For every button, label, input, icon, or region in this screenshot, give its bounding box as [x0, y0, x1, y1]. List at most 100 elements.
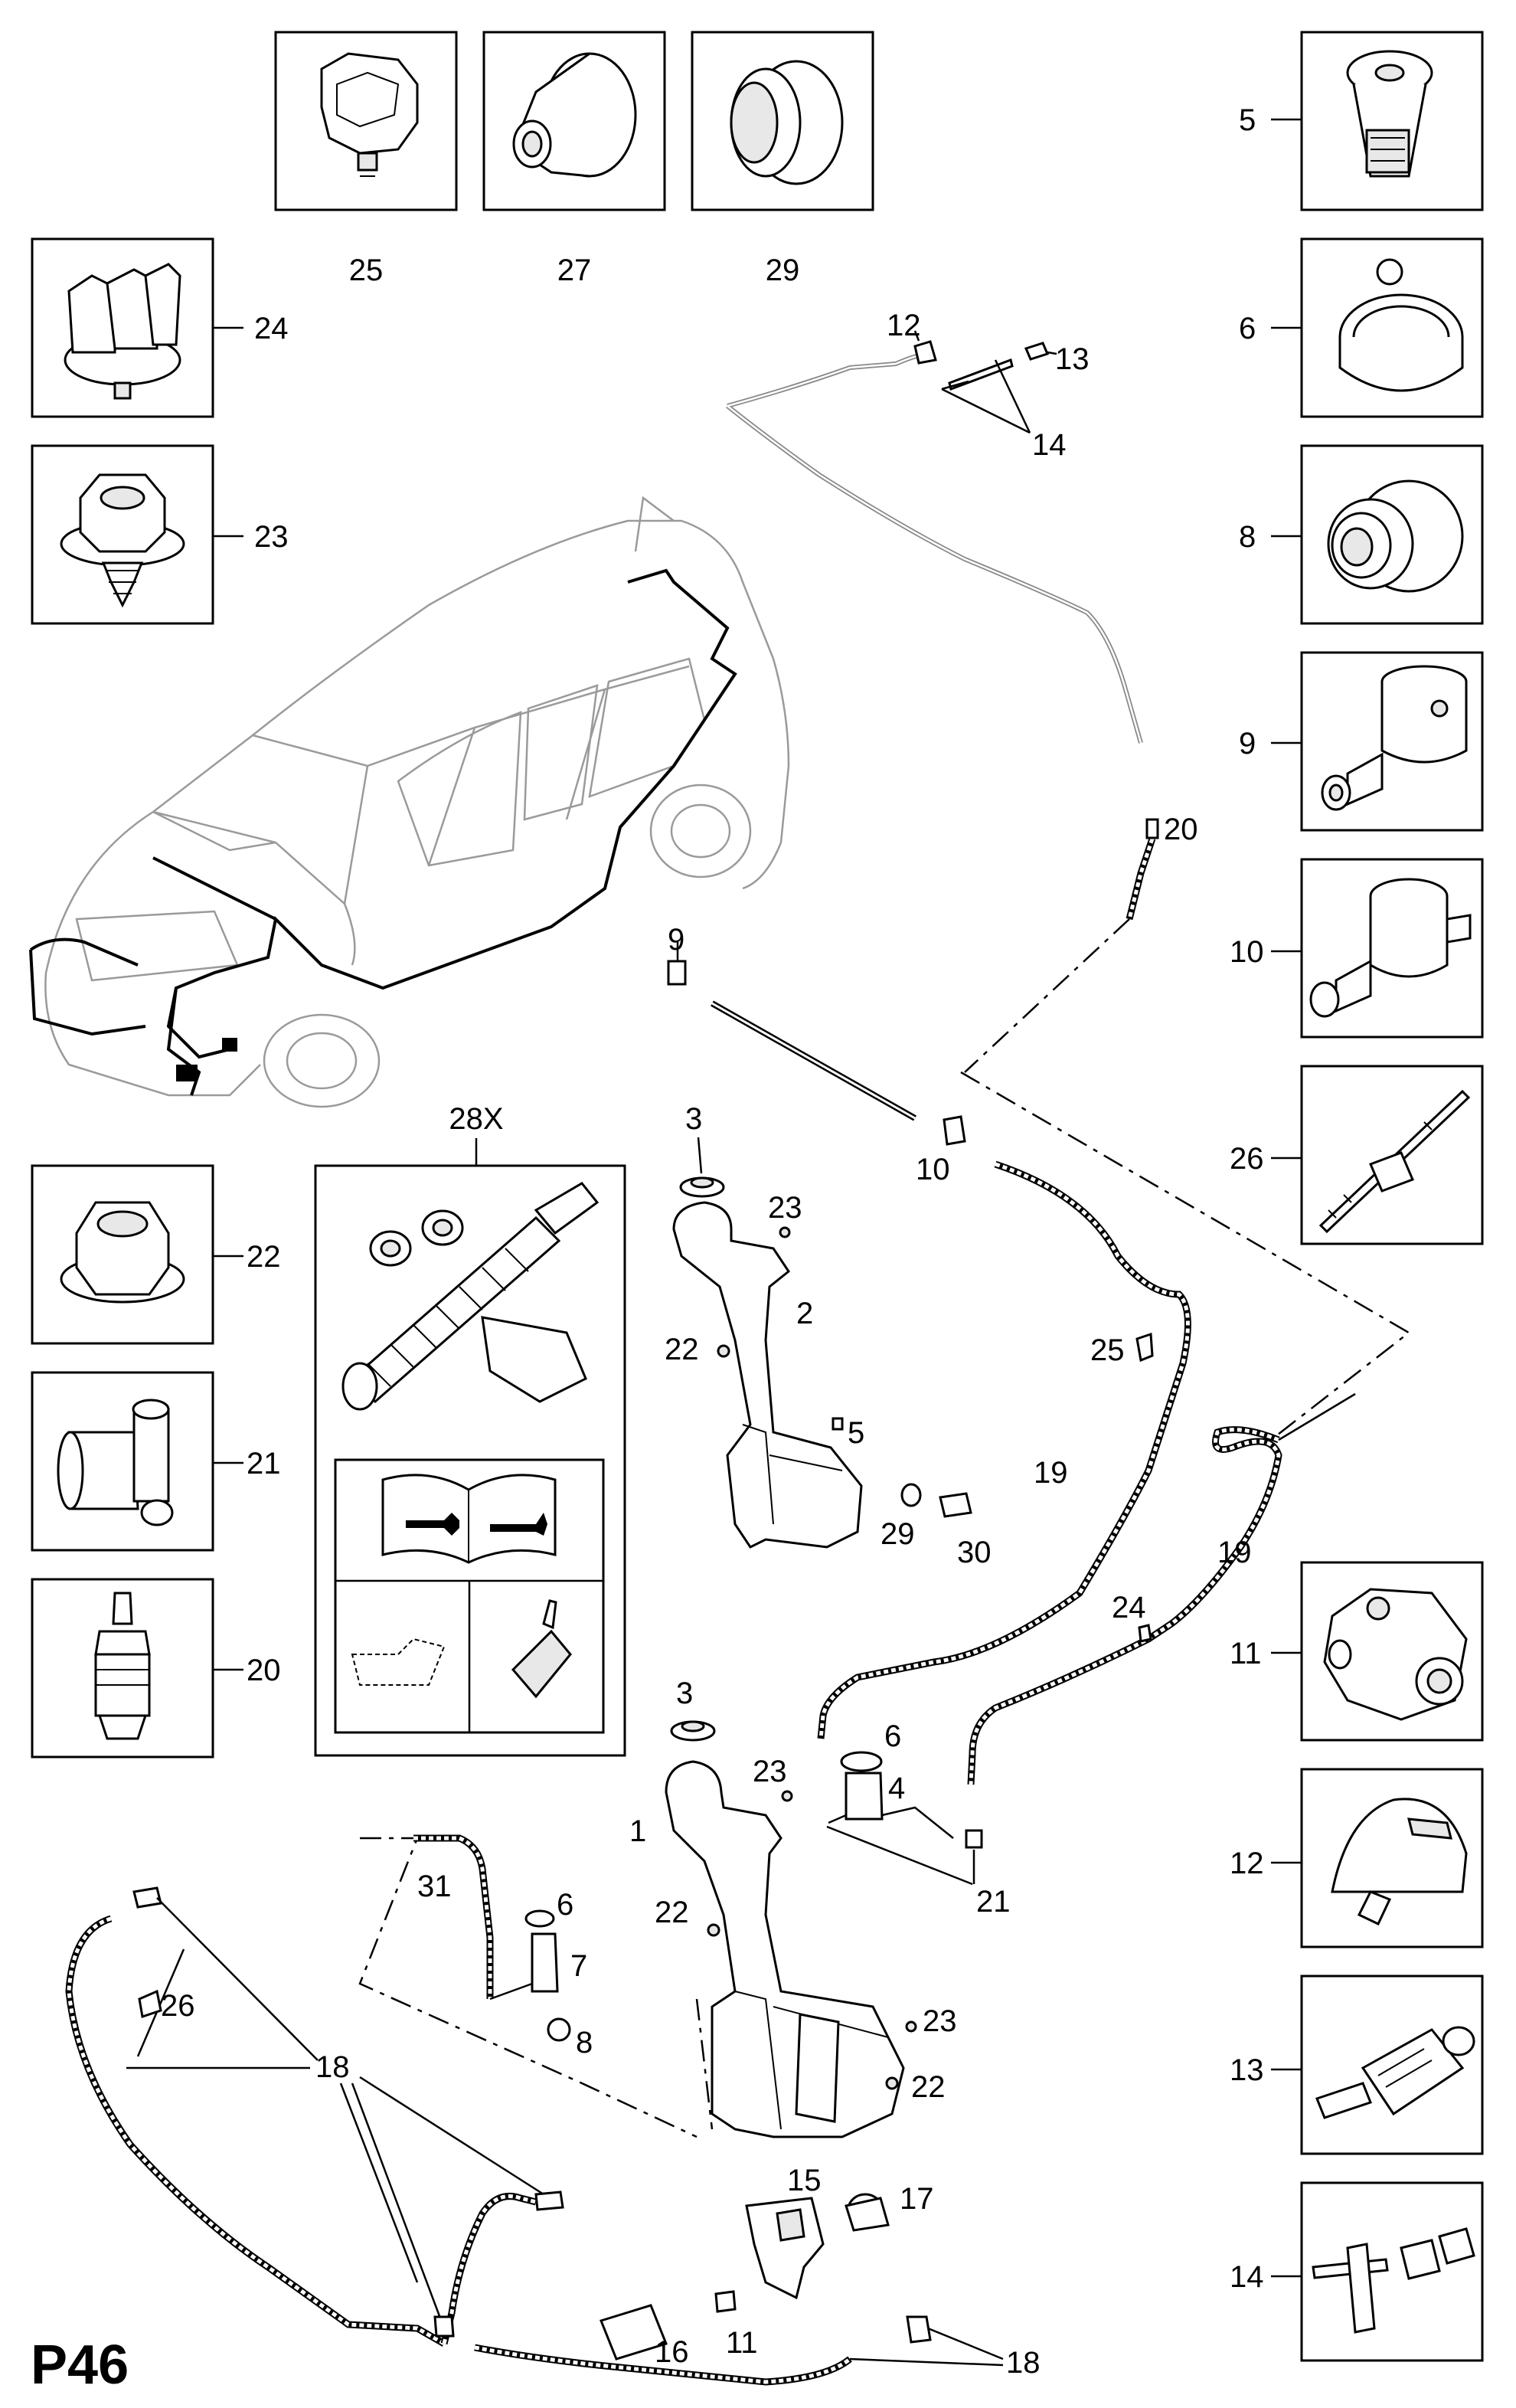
kit-label: 28X	[449, 1102, 503, 1136]
plug-29-icon	[730, 60, 844, 185]
connector-14-icon	[1312, 2227, 1475, 2334]
wiring-harness	[29, 568, 737, 1096]
callout-12: 12	[1230, 1847, 1264, 1880]
part-box-9: 9	[1239, 651, 1484, 832]
label-3a: 3	[685, 1102, 702, 1136]
label-19a: 19	[1034, 1456, 1068, 1490]
part-box-27: 27	[482, 31, 666, 287]
callout-9: 9	[1239, 727, 1256, 761]
label-6b: 6	[557, 1888, 573, 1922]
label-29: 29	[881, 1517, 915, 1551]
part-box-23: 23	[31, 444, 289, 625]
callout-6: 6	[1239, 312, 1256, 345]
grease-tube-icon	[511, 1599, 572, 1699]
part-box-8: 8	[1239, 444, 1484, 625]
reservoir-2: 3 23 2 22 5	[665, 1102, 864, 1549]
label-24: 24	[1112, 1591, 1146, 1624]
hose-kit-icon	[341, 1182, 600, 1411]
plug-29-small: 29	[881, 1483, 922, 1551]
screw-nut-23-icon	[60, 473, 185, 608]
label-23b: 23	[753, 1755, 787, 1788]
grommet-8-icon	[1327, 479, 1464, 593]
part-box-6: 6	[1239, 237, 1484, 418]
part-box-12: 12	[1230, 1768, 1484, 1948]
part-box-26: 26	[1230, 1065, 1484, 1245]
callout-14: 14	[1230, 2260, 1264, 2294]
manual-book-icon	[381, 1474, 557, 1564]
label-30: 30	[957, 1536, 992, 1569]
pump-7: 6 7 8	[489, 1888, 593, 2060]
callout-25: 25	[349, 254, 384, 287]
part-box-22: 22	[31, 1164, 281, 1345]
label-18a: 18	[315, 2050, 350, 2084]
part-box-11: 11	[1230, 1561, 1484, 1742]
label-9: 9	[668, 923, 684, 957]
cap-16: 16	[600, 2304, 689, 2369]
label-17: 17	[900, 2182, 934, 2216]
oil-can-icon	[351, 1638, 446, 1686]
label-12: 12	[887, 309, 921, 342]
valve-9-icon	[1321, 665, 1468, 811]
label-8: 8	[576, 2026, 593, 2060]
callout-21: 21	[247, 1447, 281, 1480]
callout-5: 5	[1239, 103, 1256, 137]
label-31: 31	[417, 1870, 452, 1903]
filter-5-icon	[1346, 50, 1433, 178]
callout-22: 22	[247, 1240, 281, 1274]
connector-14-small: 14	[941, 358, 1067, 462]
nozzle-12-icon	[1331, 1798, 1468, 1926]
callout-24: 24	[254, 312, 289, 345]
label-15: 15	[787, 2164, 822, 2197]
label-5: 5	[848, 1416, 864, 1450]
part-box-5: 5	[1239, 31, 1484, 211]
ring-clamp-6-icon	[1338, 258, 1464, 392]
valve-10-small: 10	[916, 1115, 966, 1186]
clip-11-small: 11	[714, 2290, 758, 2360]
label-19b: 19	[1217, 1536, 1252, 1569]
label-22a: 22	[665, 1333, 699, 1366]
pump-17: 17	[845, 2182, 934, 2232]
hose-18-middle	[433, 2190, 564, 2345]
part-box-20: 20	[31, 1578, 281, 1759]
part-box-25: 25	[274, 31, 458, 287]
part-box-13: 13	[1230, 1974, 1484, 2155]
part-box-14: 14	[1230, 2181, 1484, 2362]
callout-10: 10	[1230, 935, 1264, 969]
page-code: P46	[31, 2334, 129, 2396]
nut-22-icon	[60, 1201, 185, 1304]
valve-10-icon	[1309, 878, 1472, 1018]
label-13: 13	[1055, 342, 1090, 376]
tee-21-icon	[57, 1399, 174, 1526]
hose-18-left: 18 26	[65, 1886, 544, 2347]
hose-19-right: 19	[967, 1392, 1356, 1785]
pump-11-icon	[1323, 1588, 1468, 1721]
label-4: 4	[888, 1772, 905, 1805]
callout-13: 13	[1230, 2053, 1264, 2087]
label-22b: 22	[655, 1896, 689, 1929]
hose-31: 31	[413, 1834, 494, 1999]
label-16: 16	[655, 2335, 689, 2369]
connector-13-icon	[1315, 2026, 1475, 2119]
clip-24-icon	[64, 263, 181, 400]
bracket-15: 15	[745, 2164, 825, 2300]
label-6a: 6	[884, 1719, 901, 1753]
kit-box-28x: 28X	[314, 1102, 626, 1757]
callout-23: 23	[254, 520, 289, 554]
pump-4: 6 4	[828, 1719, 954, 1839]
clip-25-icon	[320, 52, 419, 177]
label-1: 1	[629, 1814, 646, 1848]
label-11: 11	[726, 2326, 758, 2360]
callout-27: 27	[557, 254, 592, 287]
cable-tie-26-icon	[1318, 1089, 1471, 1234]
callout-8: 8	[1239, 520, 1256, 554]
part-box-29: 29	[691, 31, 874, 287]
hose-18-bottom: 18	[474, 2315, 1041, 2386]
label-23c: 23	[923, 2004, 957, 2038]
label-2: 2	[796, 1297, 813, 1330]
callout-11: 11	[1230, 1637, 1262, 1670]
nozzle-12-small: 12	[887, 309, 937, 365]
tee-21-small: 21	[826, 1825, 1011, 1919]
reservoir-1: 3 23 1 22 23 22	[629, 1677, 957, 2138]
clip-25-small: 25	[1090, 1332, 1154, 1367]
